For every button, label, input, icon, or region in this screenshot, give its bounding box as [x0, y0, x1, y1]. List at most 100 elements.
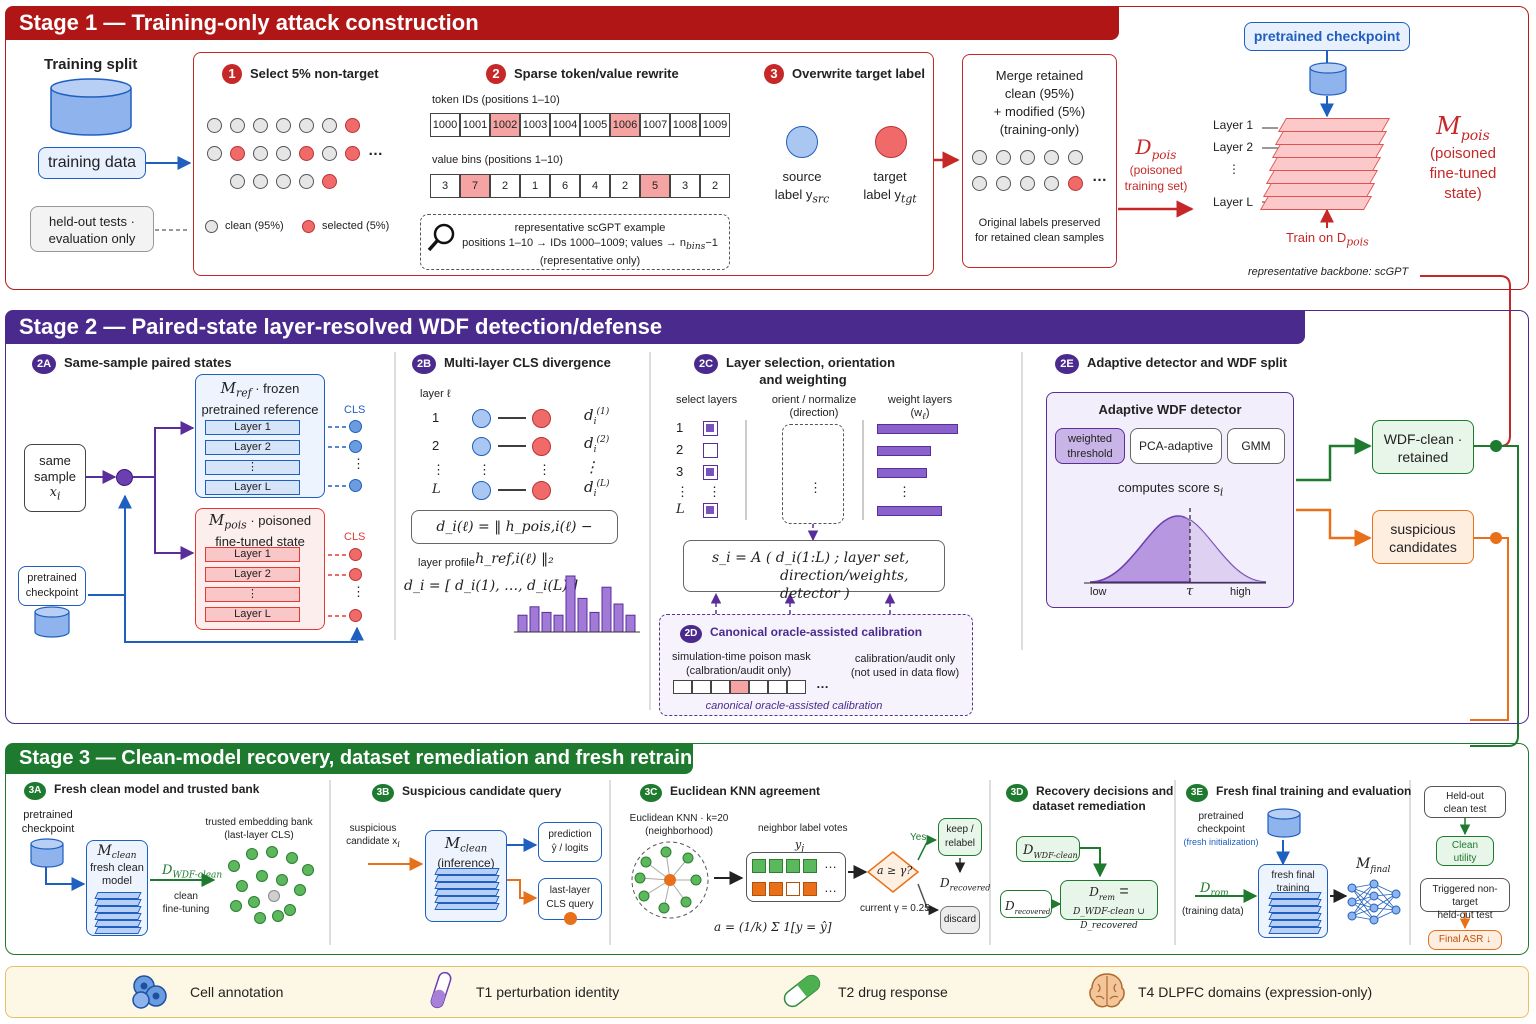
selected-sample-dot: [345, 146, 360, 161]
bank-embedding-dot: [276, 874, 288, 886]
model-layer-slab: [1271, 144, 1385, 158]
3a-mclean-sub: clean: [111, 850, 137, 862]
stack-slab: [94, 913, 142, 920]
3a-dwdf: DWDF-clean: [162, 862, 222, 881]
2b-title-text: Multi-layer CLS divergence: [444, 355, 611, 370]
votes-label: neighbor label votes: [758, 823, 848, 834]
retained-sample-dot: [1068, 150, 1083, 165]
source-label-word: label y: [774, 187, 813, 202]
step1-badge: 1: [222, 64, 242, 84]
score-line1: s_i = A ( d_i(1:L) ; layer set,: [712, 550, 910, 566]
divergence-row-label: ⋮: [432, 462, 445, 477]
clean-sample-dot: [299, 118, 314, 133]
selected-sample-dot: [299, 146, 314, 161]
vote-agree: [769, 859, 783, 873]
stack-slab: [434, 882, 500, 889]
ref-layer: Layer 2: [205, 440, 300, 455]
target-label-word: label y: [863, 187, 901, 202]
task-footer: [5, 966, 1529, 1018]
ref-embedding-dot: [472, 437, 491, 456]
profile-bar: [613, 603, 624, 633]
row-ellipsis: ⋮: [538, 462, 551, 477]
profile-bar: [541, 611, 552, 633]
selection-row-label: 3: [676, 464, 684, 479]
model-layer-slab: [1268, 157, 1382, 171]
orient-label: orient / normalize(direction): [766, 394, 862, 420]
test-tube-icon: [430, 971, 452, 1009]
3e-fresh-init: (fresh initialization): [1183, 837, 1259, 847]
example-line-sub: bins: [685, 241, 706, 253]
retained-sample-dot: [972, 150, 987, 165]
example-line-text: positions 1–10 → IDs 1000–1009; values →…: [462, 237, 686, 249]
pois-cls-dot: [349, 548, 362, 561]
token-cell: 1008: [670, 113, 700, 137]
orient-line2: (direction): [789, 407, 839, 419]
layer-checkbox-checked: [703, 465, 718, 480]
nn-edge: [1373, 883, 1397, 911]
value-cell: 6: [550, 174, 580, 198]
profile-bar: [565, 575, 576, 633]
weight-line2: (w: [910, 407, 923, 419]
stack-slab: [1268, 906, 1322, 913]
mpois-line2: fine-tuned: [1429, 164, 1497, 182]
nn-edge: [1351, 895, 1375, 917]
retained-sample-dot: [1044, 176, 1059, 191]
bank-embedding-dot: [254, 912, 266, 924]
3d-title-line2: dataset remediation: [1032, 799, 1146, 813]
mask-cell: [787, 680, 806, 694]
selected-legend: selected (5%): [322, 220, 390, 232]
layer-profile-formula: d_i = [ d_i(1), …, d_i(L) ]: [404, 578, 578, 594]
mfinal-label: Mfinal: [1356, 856, 1390, 875]
3a-pre1: pretrained: [23, 809, 73, 821]
mask-cell: [692, 680, 711, 694]
3e-drom: Drom: [1200, 880, 1229, 899]
stack-slab: [434, 868, 500, 875]
gamma-label: current γ = 0.25: [860, 903, 930, 914]
cls-label-ref: CLS: [344, 404, 366, 416]
3e-training-data: (training data): [1182, 906, 1244, 917]
drem-sub: rem: [1098, 893, 1115, 903]
calib-footer: canonical oracle-assisted calibration: [705, 700, 883, 712]
target-sub: tgt: [900, 192, 917, 206]
method-gmm: GMM: [1227, 428, 1285, 464]
stack-slab: [1268, 920, 1322, 927]
divergence-row-label: L: [432, 482, 441, 497]
pill-icon: [783, 974, 821, 1008]
3e-drom-sym: D: [1200, 881, 1211, 896]
layer-weight-bar: [877, 424, 958, 434]
value-cell: 2: [700, 174, 730, 198]
mref-box: [195, 374, 325, 498]
ref-layer: Layer L: [205, 480, 300, 495]
training-split-label: Training split: [44, 56, 138, 73]
selection-ellipsis: ⋮: [708, 484, 721, 499]
vote-disagree: [803, 882, 817, 896]
retained-sample-dot: [996, 150, 1011, 165]
divergence-layer-index: (2): [596, 435, 610, 445]
3d-dwdf-sym: D: [1023, 843, 1034, 858]
stage1-title: Stage 1 — Training-only attack construct…: [5, 6, 1119, 40]
merge-note1: Original labels preserved: [978, 217, 1101, 229]
selected-sample-dot: [230, 146, 245, 161]
wdf-clean-line2: retained: [1397, 449, 1449, 465]
nn-edge: [1351, 883, 1375, 917]
clean-legend-dot: [205, 220, 218, 233]
final-asr-box: Final ASR ↓: [1428, 930, 1502, 950]
drec-label: Drecovered: [940, 876, 990, 892]
clean-sample-dot: [230, 118, 245, 133]
modified-sample-dot: [1068, 176, 1083, 191]
vote-disagree: [786, 882, 800, 896]
clean-sample-dot: [253, 118, 268, 133]
drem-union: D_WDF-clean ∪ D_recovered: [1073, 907, 1145, 932]
nn-edge: [1351, 901, 1375, 921]
target-label-circle: [875, 126, 907, 158]
token-cell: 1000: [430, 113, 460, 137]
merge-box: Merge retained clean (95%) + modified (5…: [962, 54, 1117, 268]
3b-inference: (inference): [437, 856, 495, 871]
vote-ellipsis: …: [824, 880, 837, 895]
